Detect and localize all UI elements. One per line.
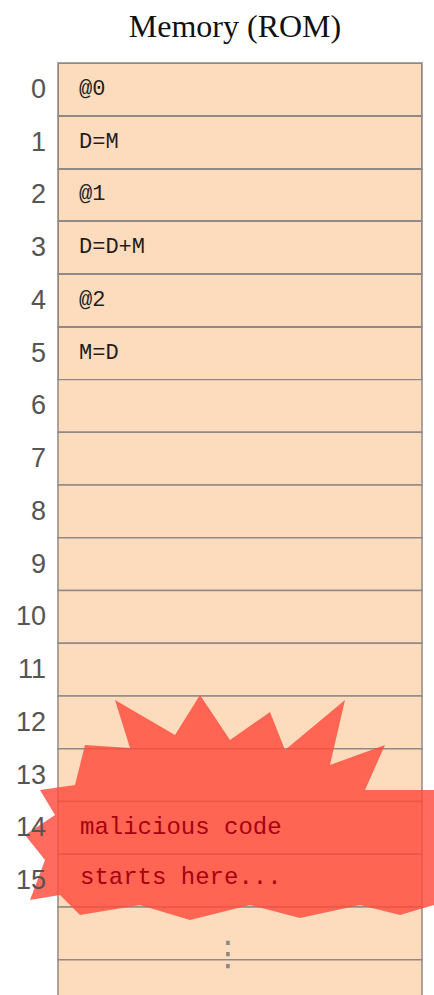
memory-cell: D=M [58,116,422,169]
memory-cell [58,327,422,380]
address-number: 0 [2,63,46,116]
memory-cell: @0 [58,63,422,116]
code-text: M=D [79,341,119,366]
address-number: 15 [2,854,46,907]
code-text: @0 [79,77,105,102]
code-text: D=D+M [79,235,145,260]
address-number: 13 [2,749,46,802]
memory-cell [58,485,422,538]
memory-cell [58,591,422,644]
memory-cell [58,643,422,696]
address-number: 8 [2,485,46,538]
address-number: 10 [2,591,46,644]
address-number: 9 [2,538,46,591]
code-text: @1 [79,182,105,207]
starburst-outline [25,695,434,920]
memory-cell [58,432,422,485]
memory-cell [58,63,422,116]
memory-cell [58,538,422,591]
address-number: 7 [2,432,46,485]
memory-cell [58,274,422,327]
address-number: 2 [2,169,46,222]
address-number: 14 [2,802,46,855]
continuation-dots: ⋮ [208,918,248,988]
memory-cell: @2 [58,274,422,327]
memory-cell [58,116,422,169]
memory-cell: M=D [58,327,422,380]
code-text: @2 [79,288,105,313]
memory-cell: @1 [58,169,422,222]
address-number: 4 [2,274,46,327]
memory-cell [58,221,422,274]
code-text: D=M [79,130,119,155]
address-number: 5 [2,327,46,380]
address-number: 1 [2,116,46,169]
address-number: 3 [2,221,46,274]
address-number: 12 [2,696,46,749]
memory-cell [58,169,422,222]
warning-text: malicious code starts here... [80,803,340,903]
starburst-callout: malicious code starts here... [25,690,434,920]
memory-cell [58,380,422,433]
diagram-title: Memory (ROM) [40,8,430,45]
address-number: 11 [2,643,46,696]
address-number: 6 [2,380,46,433]
memory-cell: D=D+M [58,221,422,274]
